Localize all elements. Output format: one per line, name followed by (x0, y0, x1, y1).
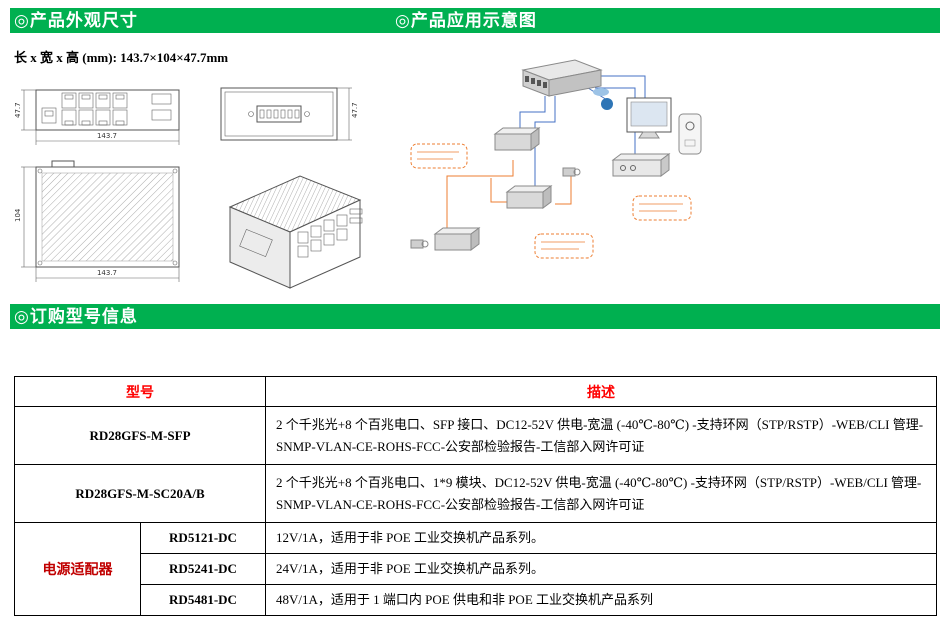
terminal-block-pins (259, 109, 300, 119)
section-bar-ordering: ◎订购型号信息 (10, 304, 940, 329)
camera-icon (562, 167, 581, 177)
section-title-ordering: ◎订购型号信息 (14, 307, 138, 326)
network-links-fiber (446, 160, 572, 228)
description-cell: 2 个千兆光+8 个百兆电口、1*9 模块、DC12-52V 供电-宽温 (-4… (265, 464, 937, 523)
table-row: RD5481-DC 48V/1A，适用于 1 端口内 POE 供电和非 POE … (15, 584, 937, 616)
dimensions-note: 长 x 宽 x 高 (mm): 143.7×104×47.7mm (14, 50, 229, 65)
terminal-view-drawing: 47.7 (220, 87, 359, 141)
front-view-drawing: 47.7 143.7 (14, 89, 180, 145)
description-cell: 24V/1A，适用于非 POE 工业交换机产品系列。 (265, 553, 937, 585)
application-diagram (410, 59, 702, 259)
switch-illustration (521, 59, 603, 97)
rj45-ports (61, 92, 128, 126)
table-row: 电源适配器 RD5121-DC 12V/1A，适用于非 POE 工业交换机产品系… (14, 522, 937, 616)
table-row: RD5241-DC 24V/1A，适用于非 POE 工业交换机产品系列。 (15, 553, 937, 585)
media-converter-illustration (493, 127, 541, 151)
cloud-icon (593, 88, 609, 96)
ordering-table: 型号 描述 RD28GFS-M-SFP 2 个千兆光+8 个百兆电口、SFP 接… (14, 376, 937, 616)
table-row: RD28GFS-M-SC20A/B 2 个千兆光+8 个百兆电口、1*9 模块、… (14, 464, 937, 523)
annotation-callouts (410, 143, 692, 259)
media-converter-illustration (433, 227, 481, 251)
model-cell: RD5241-DC (140, 553, 266, 585)
model-cell: RD5481-DC (140, 584, 266, 616)
vent-depth-label: 104 (14, 208, 22, 222)
globe-icon (601, 98, 613, 110)
description-cell: 2 个千兆光+8 个百兆电口、SFP 接口、DC12-52V 供电-宽温 (-4… (265, 406, 937, 465)
isometric-view-drawing (228, 175, 363, 289)
section-title-appearance: ◎产品外观尺寸 (14, 11, 138, 30)
model-cell: RD28GFS-M-SFP (14, 406, 266, 465)
table-header-row: 型号 描述 (14, 376, 937, 407)
front-height-label: 47.7 (14, 102, 22, 118)
table-row: RD28GFS-M-SFP 2 个千兆光+8 个百兆电口、SFP 接口、DC12… (14, 406, 937, 465)
section-title-application: ◎产品应用示意图 (395, 11, 537, 30)
model-cell: RD5121-DC (140, 522, 266, 554)
section-bar-top: ◎产品外观尺寸 ◎产品应用示意图 (10, 8, 940, 33)
vent-view-drawing: 104 143.7 (14, 160, 180, 282)
col-header-description: 描述 (265, 376, 937, 407)
front-width-label: 143.7 (97, 132, 117, 140)
media-converter-illustration (505, 185, 553, 209)
camera-icon (410, 239, 429, 249)
vent-width-label: 143.7 (97, 269, 117, 277)
nvr-illustration (611, 153, 671, 177)
model-cell: RD28GFS-M-SC20A/B (14, 464, 266, 523)
wall-device-illustration (678, 113, 702, 155)
terminal-height-label: 47.7 (351, 102, 359, 118)
col-header-model: 型号 (14, 376, 266, 407)
iso-ports (297, 208, 363, 258)
description-cell: 48V/1A，适用于 1 端口内 POE 供电和非 POE 工业交换机产品系列 (265, 584, 937, 616)
description-cell: 12V/1A，适用于非 POE 工业交换机产品系列。 (265, 522, 937, 554)
adapter-group-cell: 电源适配器 (14, 522, 141, 616)
monitor-illustration (626, 97, 672, 139)
